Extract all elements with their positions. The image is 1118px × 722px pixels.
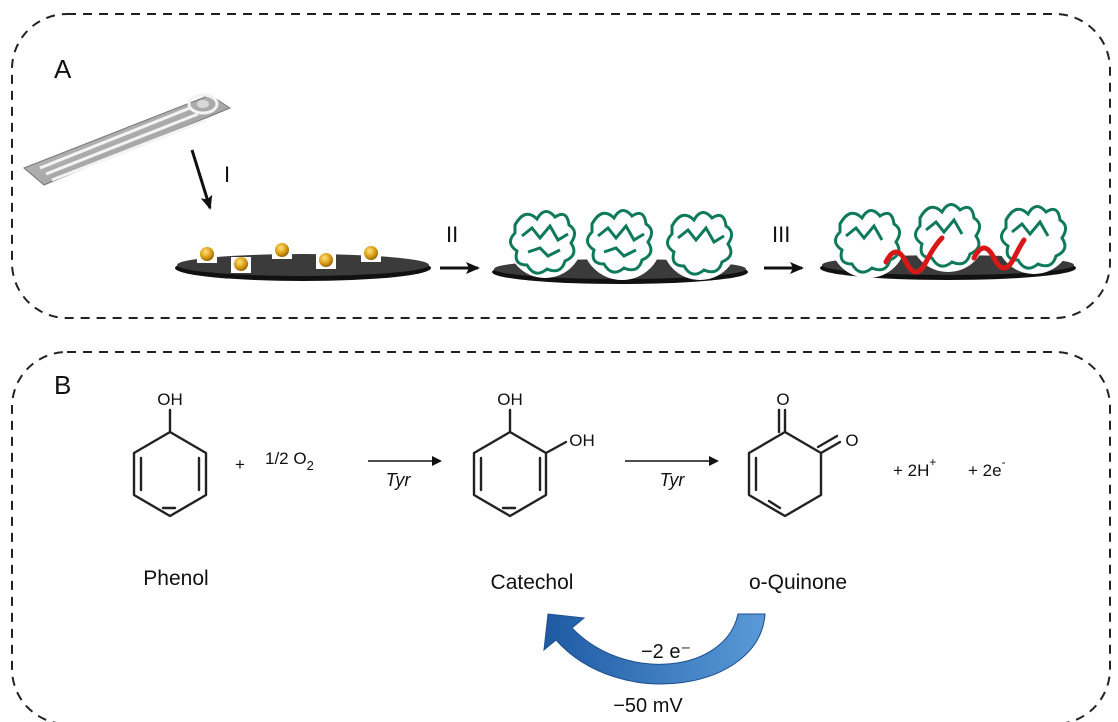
- gold-nanoparticle: [272, 243, 292, 259]
- enzyme-2-label: Tyr: [660, 470, 686, 490]
- quinone-o-label-1: O: [776, 390, 789, 409]
- electrode-gold-nanoparticles: [175, 243, 431, 281]
- catechol-oh-label-2: OH: [569, 431, 595, 450]
- catechol-structure: [472, 408, 568, 518]
- tyrosinase-enzyme: [507, 202, 583, 278]
- phenol-name: Phenol: [143, 567, 208, 590]
- electrode-enzyme-layer: [492, 200, 748, 284]
- screen-printed-electrode: [23, 93, 232, 186]
- gold-nanoparticle: [197, 247, 217, 263]
- step-i-label: I: [224, 162, 230, 187]
- oxygen-label: 1/2 O2: [265, 449, 314, 473]
- crosslinker-chain: [883, 235, 945, 275]
- enzyme-1-label: Tyr: [386, 470, 412, 490]
- step-i-arrow: [190, 149, 213, 210]
- panel-a-label: A: [54, 54, 72, 84]
- gold-nanoparticle: [316, 253, 336, 269]
- quinone-name: o-Quinone: [749, 571, 847, 594]
- protons-label: + 2H+: [893, 455, 936, 480]
- panel-b-label: B: [54, 370, 71, 400]
- tyrosinase-enzyme: [830, 202, 906, 278]
- panel-b-frame: [11, 351, 1111, 722]
- panel-a-frame: [11, 13, 1111, 319]
- step-iii-label: III: [772, 222, 790, 247]
- tyrosinase-enzyme: [662, 204, 738, 280]
- tyrosinase-enzyme: [996, 198, 1072, 274]
- potential-label: −50 mV: [613, 695, 683, 717]
- o-quinone-structure: [747, 408, 842, 518]
- electrode-crosslinked-enzymes: [820, 196, 1076, 280]
- phenol-structure: [132, 408, 208, 518]
- plus-sign: +: [235, 455, 245, 474]
- phenol-oh-label: OH: [157, 390, 183, 409]
- reduction-electrons-label: −2 e⁻: [641, 641, 691, 663]
- tyrosinase-enzyme: [582, 200, 662, 280]
- quinone-o-label-2: O: [845, 431, 858, 450]
- step-ii-label: II: [446, 222, 458, 247]
- electrochemical-reduction-arrow: [543, 613, 766, 685]
- gold-nanoparticle: [361, 246, 381, 262]
- catechol-name: Catechol: [491, 571, 574, 594]
- gold-nanoparticle: [231, 257, 251, 273]
- catechol-oh-label-1: OH: [497, 390, 523, 409]
- crosslinker-chain: [971, 237, 1027, 271]
- electrons-label: + 2e-: [968, 455, 1006, 480]
- tyrosinase-enzyme: [910, 196, 986, 272]
